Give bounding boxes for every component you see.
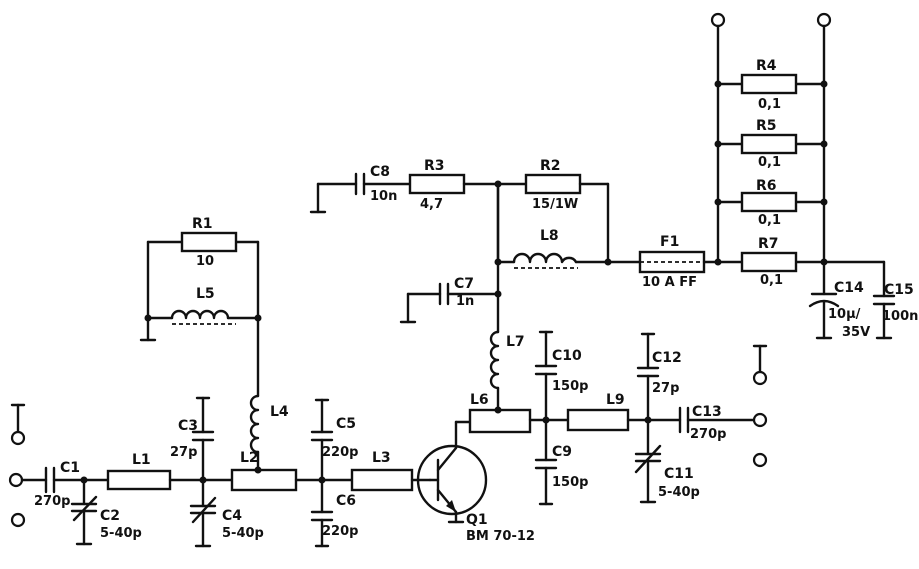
l4-inductor — [249, 316, 260, 472]
c12-capacitor — [636, 332, 660, 422]
c14-label: C14 — [834, 280, 864, 296]
l1-inductor — [106, 469, 172, 491]
c6-label: C6 — [336, 493, 356, 509]
c13-capacitor — [678, 406, 756, 434]
q1-value: BM 70-12 — [466, 529, 535, 544]
l1-label: L1 — [132, 452, 151, 468]
r6-branch — [714, 198, 828, 206]
c1-label: C1 — [60, 460, 80, 476]
c11-label: C11 — [664, 466, 694, 482]
r1-l5-network — [139, 240, 262, 342]
c4-value: 5-40p — [222, 526, 264, 541]
c15-label: C15 — [884, 282, 914, 298]
c14-value: 10μ/ — [828, 307, 861, 322]
c2-value: 5-40p — [100, 526, 142, 541]
c5-value: 220p — [322, 445, 358, 460]
r5-label: R5 — [756, 118, 777, 134]
r6-value: 0,1 — [758, 213, 781, 228]
c1-value: 270p — [34, 494, 70, 509]
l8-label: L8 — [540, 228, 559, 244]
c8-value: 10n — [370, 189, 397, 204]
r5-resistor — [740, 133, 798, 155]
c4-trimmer — [189, 478, 217, 548]
l9-label: L9 — [606, 392, 625, 408]
r7-label: R7 — [758, 236, 779, 252]
r3-value: 4,7 — [420, 197, 443, 212]
r3-label: R3 — [424, 158, 445, 174]
l4-label: L4 — [270, 404, 289, 420]
c6-value: 220p — [322, 524, 358, 539]
r5-value: 0,1 — [758, 155, 781, 170]
r1-resistor — [180, 231, 238, 253]
c4-label: C4 — [222, 508, 242, 524]
l9-inductor — [566, 408, 630, 432]
r7-resistor — [740, 251, 798, 273]
c2-label: C2 — [100, 508, 120, 524]
r1-value: 10 — [196, 254, 214, 269]
c11-value: 5-40p — [658, 485, 700, 500]
c15-capacitor — [872, 260, 896, 340]
r4-label: R4 — [756, 58, 777, 74]
c10-capacitor — [534, 330, 558, 422]
l2-label: L2 — [240, 450, 259, 466]
c14-value2: 35V — [842, 325, 870, 340]
f1-value: 10 A FF — [642, 275, 697, 290]
l5-label: L5 — [196, 286, 215, 302]
r7-value: 0,1 — [760, 273, 783, 288]
c3-label: C3 — [178, 418, 198, 434]
c9-label: C9 — [552, 444, 572, 460]
c13-value: 270p — [690, 427, 726, 442]
f1-label: F1 — [660, 234, 679, 250]
l3-label: L3 — [372, 450, 391, 466]
r3-resistor — [408, 173, 466, 195]
q1-label: Q1 — [466, 512, 488, 528]
l7-label: L7 — [506, 334, 525, 350]
c12-value: 27p — [652, 381, 679, 396]
l6-label: L6 — [470, 392, 489, 408]
l3-inductor — [350, 468, 414, 492]
c9-value: 150p — [552, 475, 588, 490]
c3-capacitor — [191, 396, 215, 482]
c13-label: C13 — [692, 404, 722, 420]
r2-label: R2 — [540, 158, 561, 174]
c8-label: C8 — [370, 164, 390, 180]
r4-branch — [714, 80, 828, 88]
q1-transistor — [416, 420, 488, 524]
r2-value: 15/1W — [532, 197, 578, 212]
c7-capacitor — [399, 282, 500, 324]
c11-trimmer — [634, 418, 662, 504]
r4-resistor — [740, 73, 798, 95]
c3-value: 27p — [170, 445, 197, 460]
r6-label: R6 — [756, 178, 777, 194]
r1-label: R1 — [192, 216, 213, 232]
c8-capacitor — [309, 172, 412, 214]
r4-value: 0,1 — [758, 97, 781, 112]
f1-fuse — [638, 250, 706, 274]
r5-branch — [714, 140, 828, 148]
c2-trimmer — [70, 478, 98, 546]
c15-value: 100n — [882, 309, 918, 324]
c6-capacitor — [310, 478, 334, 548]
c5-label: C5 — [336, 416, 356, 432]
r2-resistor — [524, 173, 582, 195]
l6-inductor — [468, 408, 532, 434]
c14-electrolytic — [808, 260, 840, 340]
c12-label: C12 — [652, 350, 682, 366]
l2-inductor — [230, 468, 298, 492]
r6-resistor — [740, 191, 798, 213]
c7-label: C7 — [454, 276, 474, 292]
output-terminals — [752, 344, 768, 468]
l8-inductor — [496, 182, 642, 269]
c10-value: 150p — [552, 379, 588, 394]
input-terminals — [8, 403, 26, 528]
c5-capacitor — [310, 398, 334, 482]
c7-value: 1n — [456, 294, 474, 309]
c10-label: C10 — [552, 348, 582, 364]
c9-capacitor — [534, 418, 558, 506]
